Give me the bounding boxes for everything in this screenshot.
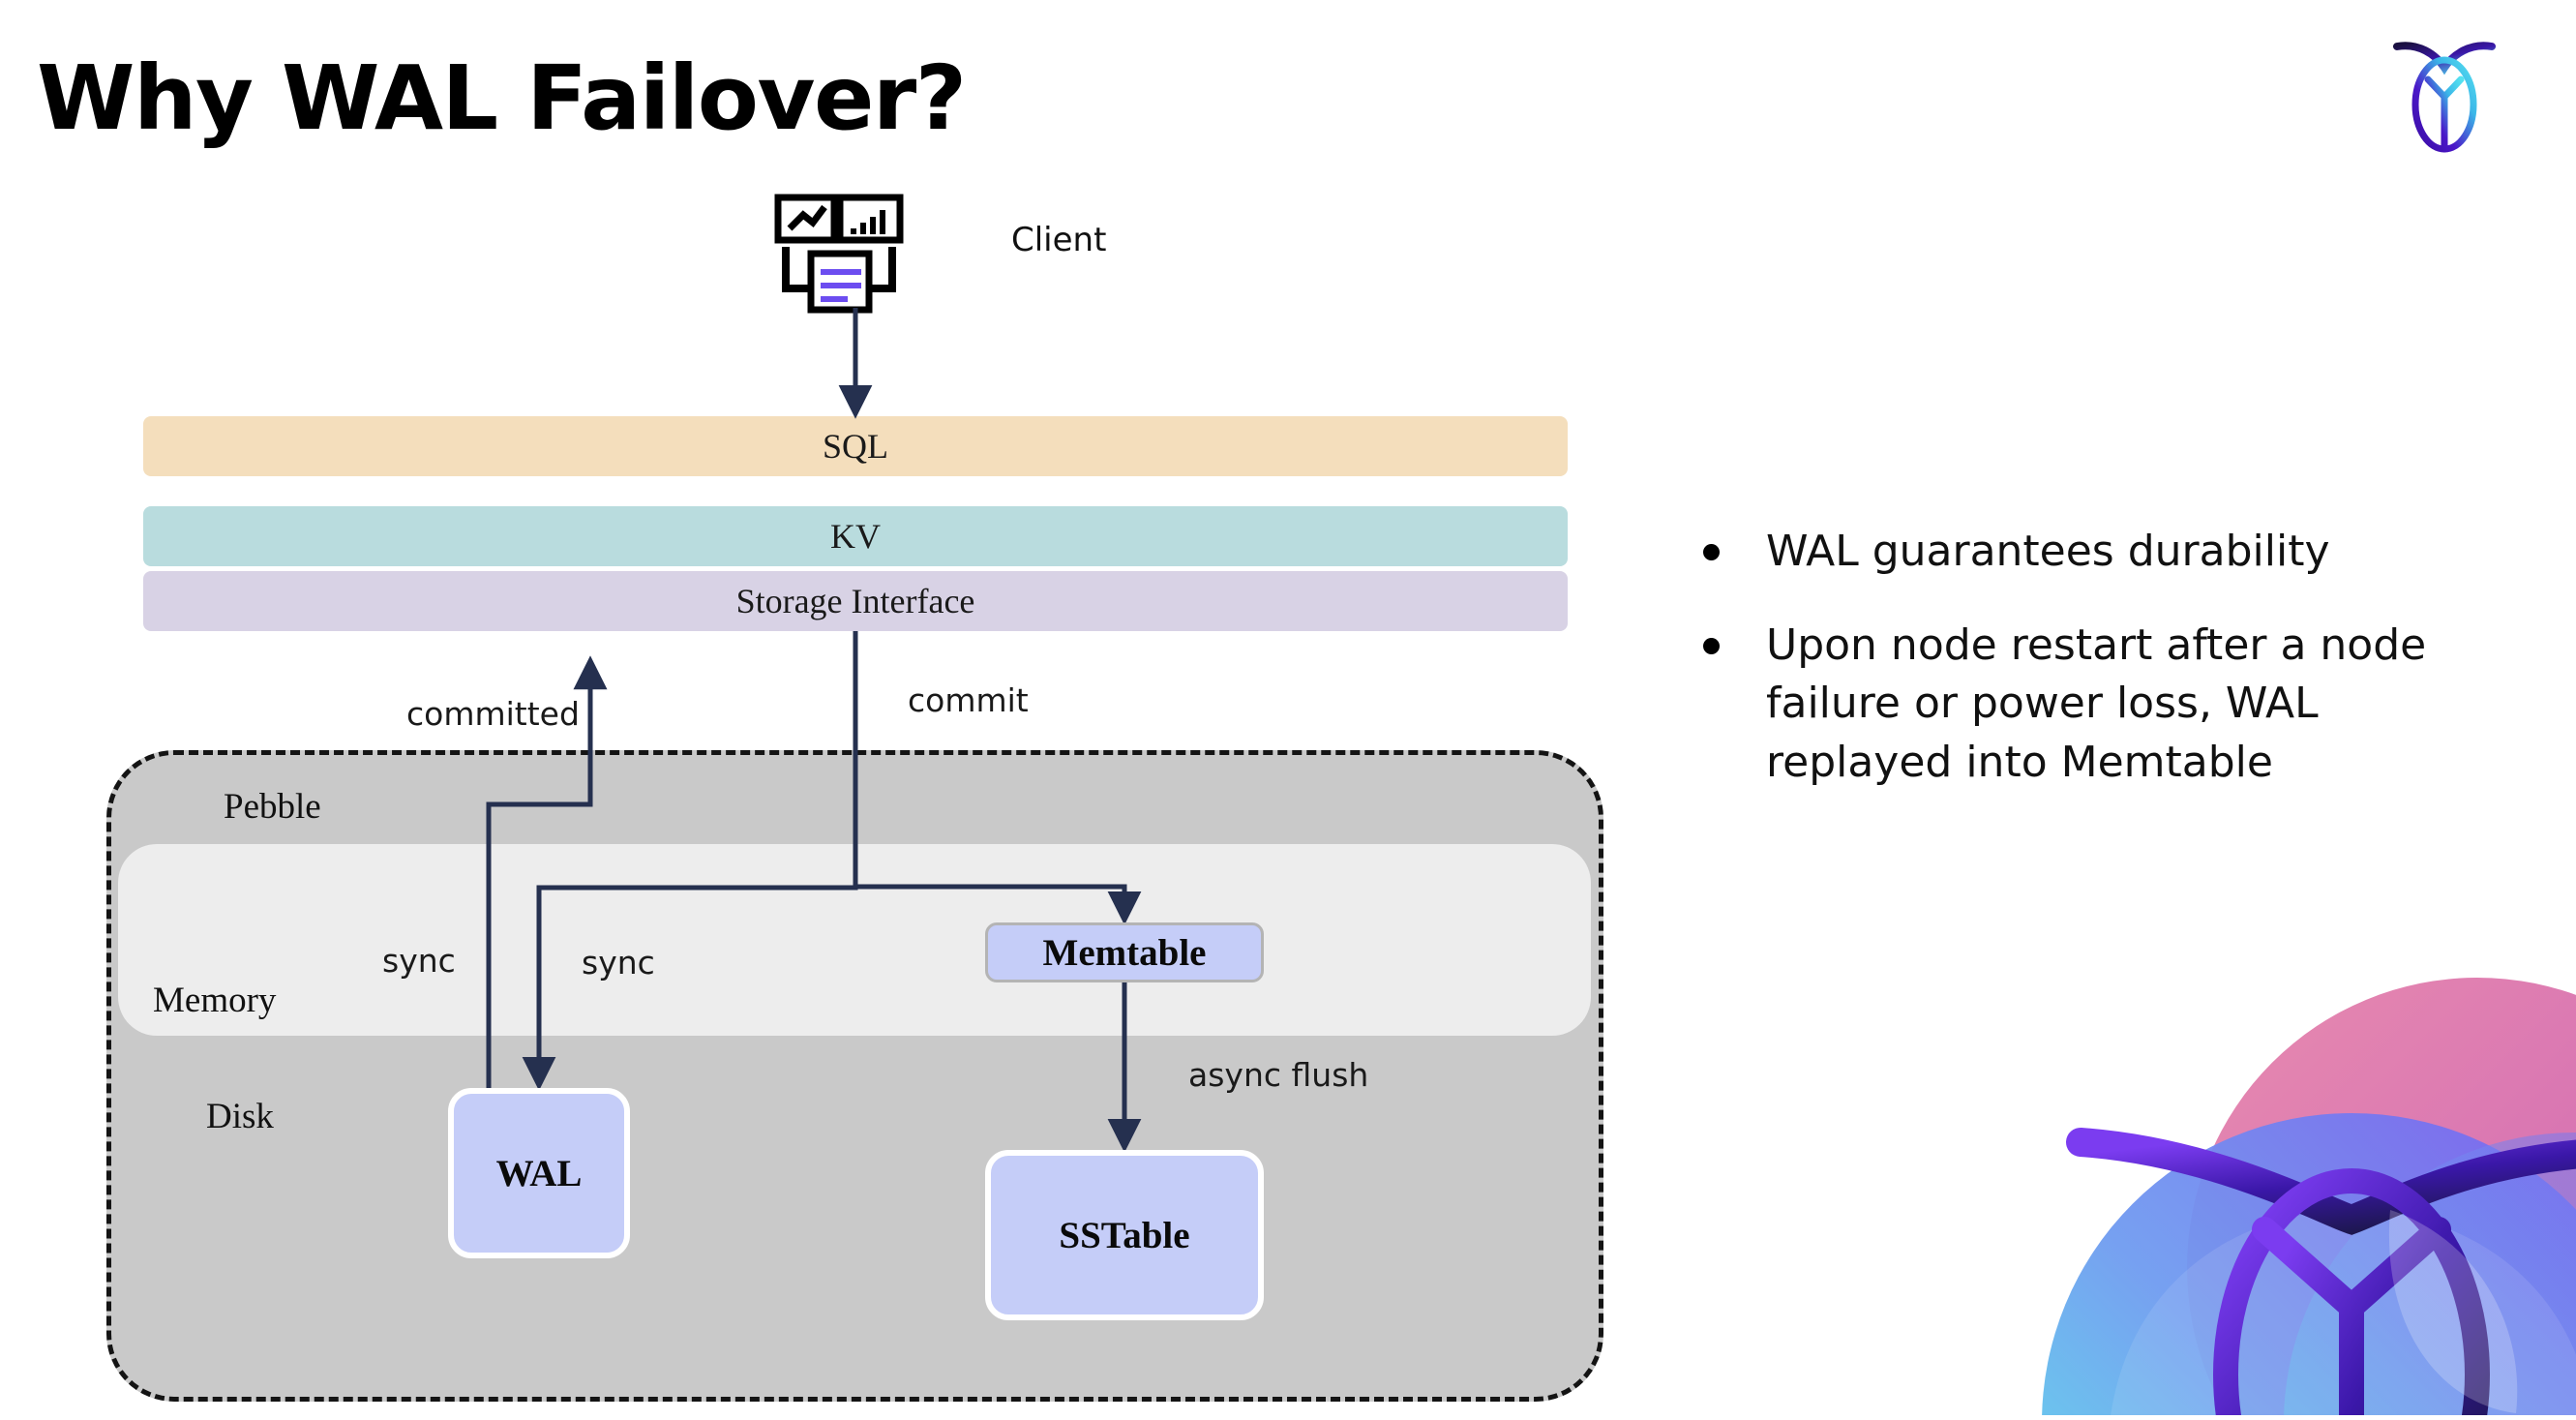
node-label-sstable: SSTable bbox=[1059, 1214, 1190, 1256]
layer-bar-storage-interface: Storage Interface bbox=[143, 571, 1568, 631]
bullet-list: WAL guarantees durability Upon node rest… bbox=[1703, 523, 2506, 828]
edge-label-async-flush: async flush bbox=[1188, 1056, 1369, 1094]
list-item: WAL guarantees durability bbox=[1703, 523, 2506, 582]
node-wal[interactable]: WAL bbox=[448, 1088, 630, 1258]
client-monitor-icon bbox=[774, 194, 929, 319]
bullet-dot-icon bbox=[1703, 544, 1720, 560]
architecture-diagram: Client SQL KV Storage Interface Pebble M… bbox=[106, 194, 1603, 1402]
disk-label: Disk bbox=[206, 1097, 274, 1136]
node-memtable[interactable]: Memtable bbox=[985, 922, 1264, 982]
node-sstable[interactable]: SSTable bbox=[985, 1150, 1264, 1320]
bullet-text: WAL guarantees durability bbox=[1766, 527, 2330, 576]
layer-bar-kv: KV bbox=[143, 506, 1568, 566]
client-label: Client bbox=[1011, 221, 1107, 259]
node-label-memtable: Memtable bbox=[1042, 931, 1207, 974]
cockroachdb-logo bbox=[2389, 29, 2501, 155]
edge-label-committed: committed bbox=[406, 695, 580, 733]
edge-label-sync-1: sync bbox=[382, 942, 456, 980]
bullet-text: Upon node restart after a node failure o… bbox=[1766, 619, 2427, 788]
edge-label-sync-2: sync bbox=[582, 944, 655, 982]
memory-region bbox=[118, 844, 1591, 1036]
edge-label-commit: commit bbox=[908, 681, 1029, 719]
bullet-dot-icon bbox=[1703, 637, 1720, 654]
decorative-corner-graphic bbox=[1935, 920, 2576, 1415]
layer-bar-sql: SQL bbox=[143, 416, 1568, 476]
memory-label: Memory bbox=[153, 981, 277, 1020]
list-item: Upon node restart after a node failure o… bbox=[1703, 617, 2506, 793]
pebble-label: Pebble bbox=[224, 787, 321, 827]
node-label-wal: WAL bbox=[495, 1152, 583, 1194]
layer-label-kv: KV bbox=[830, 517, 881, 556]
page-title: Why WAL Failover? bbox=[37, 46, 967, 150]
layer-label-sql: SQL bbox=[822, 427, 888, 466]
layer-label-storage-interface: Storage Interface bbox=[735, 582, 975, 620]
